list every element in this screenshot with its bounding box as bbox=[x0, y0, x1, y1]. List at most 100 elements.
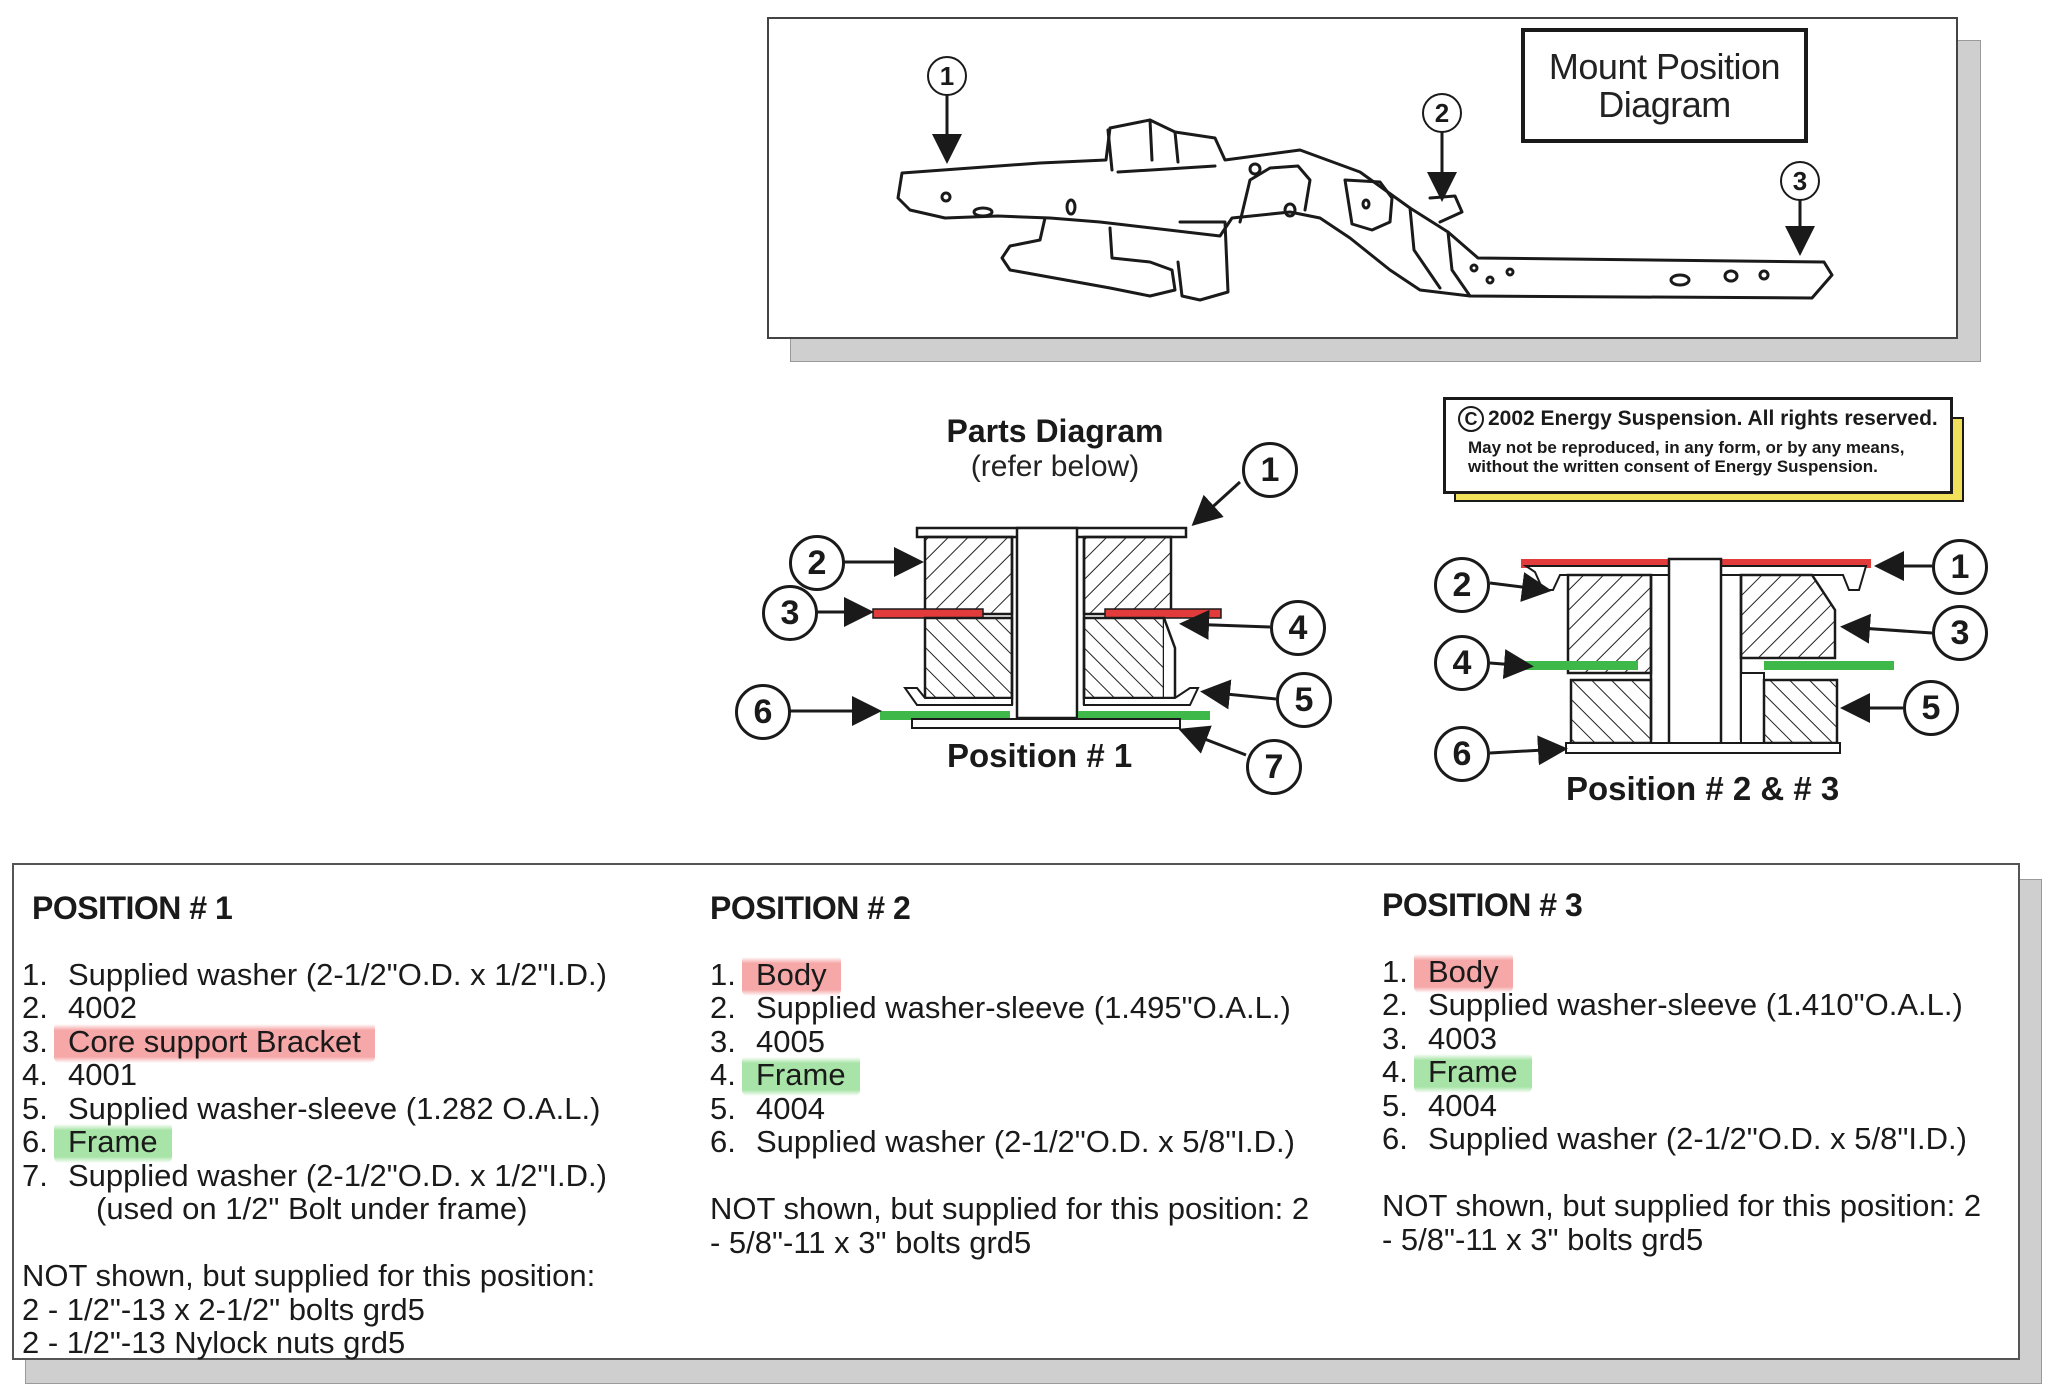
item-text: 4004 bbox=[756, 1091, 825, 1126]
item-text: Supplied washer-sleeve (1.410"O.A.L.) bbox=[1428, 987, 1963, 1022]
list-item: 1.Body bbox=[1382, 952, 1513, 993]
copyright-line1: 2002 Energy Suspension. All rights reser… bbox=[1488, 407, 1938, 430]
item7-note: (used on 1/2" Bolt under frame) bbox=[96, 1191, 528, 1226]
list-item: 5. 4004 bbox=[1382, 1089, 1497, 1122]
item-text: 4001 bbox=[68, 1057, 137, 1092]
parts-diagram-subtitle: (refer below) bbox=[970, 450, 1140, 483]
item-text-highlighted-green: Frame bbox=[54, 1122, 172, 1163]
item-number: 3. bbox=[1382, 1021, 1408, 1056]
pos23-callout-5: 5 bbox=[1903, 680, 1959, 736]
item-text: Supplied washer-sleeve (1.495"O.A.L.) bbox=[756, 990, 1291, 1025]
pos1-callout-6: 6 bbox=[735, 684, 791, 740]
list-item: 6. Supplied washer (2-1/2"O.D. x 5/8"I.D.… bbox=[710, 1125, 1295, 1158]
pos23-callout-1: 1 bbox=[1932, 539, 1988, 595]
item-number: 6. bbox=[1382, 1121, 1408, 1156]
position1-diagram-label: Position # 1 bbox=[947, 737, 1133, 774]
not-shown-note: NOT shown, but supplied for this positio… bbox=[1382, 1188, 1982, 1223]
not-shown-note: NOT shown, but supplied for this positio… bbox=[710, 1191, 1310, 1226]
list-item: 1. Supplied washer (2-1/2"O.D. x 1/2"I.D.… bbox=[22, 958, 607, 991]
mount-callout-1: 1 bbox=[927, 56, 967, 96]
item-number: 5. bbox=[1382, 1088, 1408, 1123]
item-number: 2. bbox=[22, 990, 48, 1025]
item-text: Supplied washer (2-1/2"O.D. x 5/8"I.D.) bbox=[1428, 1121, 1967, 1156]
mount-title-line2: Diagram bbox=[1598, 83, 1731, 125]
item-text-highlighted-red: Body bbox=[1414, 952, 1513, 993]
item-text: 4004 bbox=[1428, 1088, 1497, 1123]
list-item: 7. Supplied washer (2-1/2"O.D. x 1/2"I.D.… bbox=[22, 1159, 607, 1192]
item-text: Supplied washer-sleeve (1.282 O.A.L.) bbox=[68, 1091, 601, 1126]
list-item: 5. Supplied washer-sleeve (1.282 O.A.L.) bbox=[22, 1092, 600, 1125]
position23-drawing bbox=[1508, 557, 1894, 754]
list-item: 2. Supplied washer-sleeve (1.495"O.A.L.) bbox=[710, 991, 1291, 1024]
item-text: 4002 bbox=[68, 990, 137, 1025]
position1-drawing bbox=[872, 526, 1222, 729]
list-item: 3.Core support Bracket bbox=[22, 1022, 375, 1063]
pos23-callout-2: 2 bbox=[1434, 557, 1490, 613]
pos1-callout-4: 4 bbox=[1270, 600, 1326, 656]
copyright-symbol: C bbox=[1458, 406, 1484, 432]
list-item: 2. Supplied washer-sleeve (1.410"O.A.L.) bbox=[1382, 988, 1963, 1021]
mount-diagram-title: Mount Position Diagram bbox=[1521, 28, 1808, 143]
item-text-highlighted-green: Frame bbox=[1414, 1052, 1532, 1093]
item-number: 3. bbox=[22, 1024, 48, 1059]
not-shown-note: NOT shown, but supplied for this positio… bbox=[22, 1258, 596, 1293]
list-item: 2. 4002 bbox=[22, 991, 137, 1024]
pos1-callout-1: 1 bbox=[1242, 442, 1298, 498]
item-number: 4. bbox=[22, 1057, 48, 1092]
item-number: 2. bbox=[1382, 987, 1408, 1022]
supplied-hardware: - 5/8"-11 x 3" bolts grd5 bbox=[1382, 1222, 1704, 1257]
item-number: 1. bbox=[710, 957, 736, 992]
mount-callout-2: 2 bbox=[1422, 93, 1462, 133]
supplied-hardware: 2 - 1/2"-13 Nylock nuts grd5 bbox=[22, 1325, 406, 1360]
position23-diagram-label: Position # 2 & # 3 bbox=[1566, 770, 1840, 807]
item-text: Supplied washer (2-1/2"O.D. x 1/2"I.D.) bbox=[68, 957, 607, 992]
item-text: Supplied washer (2-1/2"O.D. x 1/2"I.D.) bbox=[68, 1158, 607, 1193]
item-text-highlighted-red: Body bbox=[742, 955, 841, 996]
copyright-line2: May not be reproduced, in any form, or b… bbox=[1468, 438, 1905, 457]
pos23-callout-6: 6 bbox=[1434, 726, 1490, 782]
list-item: 1.Body bbox=[710, 955, 841, 996]
pos23-callout-3: 3 bbox=[1932, 605, 1988, 661]
position1-heading: POSITION # 1 bbox=[32, 890, 233, 926]
item-number: 2. bbox=[710, 990, 736, 1025]
item-text-highlighted-green: Frame bbox=[742, 1055, 860, 1096]
list-item: 3. 4005 bbox=[710, 1025, 825, 1058]
pos1-callout-2: 2 bbox=[789, 535, 845, 591]
pos23-callout-4: 4 bbox=[1434, 635, 1490, 691]
mount-callout-3: 3 bbox=[1780, 161, 1820, 201]
list-item: 3. 4003 bbox=[1382, 1022, 1497, 1055]
list-item: 6.Frame bbox=[22, 1122, 172, 1163]
position2-heading: POSITION # 2 bbox=[710, 890, 911, 926]
item-number: 1. bbox=[22, 957, 48, 992]
list-item: 6. Supplied washer (2-1/2"O.D. x 5/8"I.D.… bbox=[1382, 1122, 1967, 1155]
item-text: 4003 bbox=[1428, 1021, 1497, 1056]
item-number: 6. bbox=[22, 1124, 48, 1159]
item-text: Supplied washer (2-1/2"O.D. x 5/8"I.D.) bbox=[756, 1124, 1295, 1159]
mount-title-line1: Mount Position bbox=[1548, 45, 1781, 87]
item-number: 4. bbox=[710, 1057, 736, 1092]
position3-heading: POSITION # 3 bbox=[1382, 887, 1583, 923]
parts-diagram-title: Parts Diagram bbox=[946, 413, 1164, 449]
pos1-callout-5: 5 bbox=[1276, 672, 1332, 728]
copyright-line3: without the written consent of Energy Su… bbox=[1468, 457, 1878, 476]
list-item: 4.Frame bbox=[710, 1055, 860, 1096]
supplied-hardware: 2 - 1/2"-13 x 2-1/2" bolts grd5 bbox=[22, 1292, 425, 1327]
list-item: 4. 4001 bbox=[22, 1058, 137, 1091]
supplied-hardware: - 5/8"-11 x 3" bolts grd5 bbox=[710, 1225, 1032, 1260]
pos1-callout-3: 3 bbox=[762, 585, 818, 641]
item-number: 5. bbox=[22, 1091, 48, 1126]
list-item: 5. 4004 bbox=[710, 1092, 825, 1125]
item-number: 5. bbox=[710, 1091, 736, 1126]
item-number: 7. bbox=[22, 1158, 48, 1193]
item-number: 1. bbox=[1382, 954, 1408, 989]
item-text: 4005 bbox=[756, 1024, 825, 1059]
item-text-highlighted-red: Core support Bracket bbox=[54, 1022, 375, 1063]
item-number: 6. bbox=[710, 1124, 736, 1159]
item-number: 4. bbox=[1382, 1054, 1408, 1089]
positions-legend-panel: POSITION # 1 1. Supplied washer (2-1/2"O.… bbox=[12, 863, 2020, 1360]
copyright-notice: C 2002 Energy Suspension. All rights res… bbox=[1443, 397, 1953, 494]
pos1-callout-7: 7 bbox=[1246, 739, 1302, 795]
list-item: 4.Frame bbox=[1382, 1052, 1532, 1093]
item-number: 3. bbox=[710, 1024, 736, 1059]
